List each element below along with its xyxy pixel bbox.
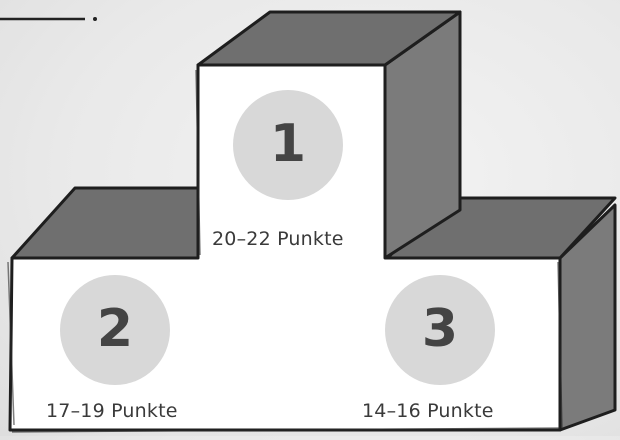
rank-3-points-label: 14–16 Punkte	[362, 400, 494, 422]
rank-3-number: 3	[410, 303, 470, 355]
rank-1-number: 1	[258, 118, 318, 170]
rank-1-points-label: 20–22 Punkte	[212, 228, 344, 250]
second-block-top	[12, 188, 200, 258]
rank-2-points-label: 17–19 Punkte	[46, 400, 178, 422]
rank-2-number: 2	[85, 303, 145, 355]
period-dot	[93, 17, 97, 21]
